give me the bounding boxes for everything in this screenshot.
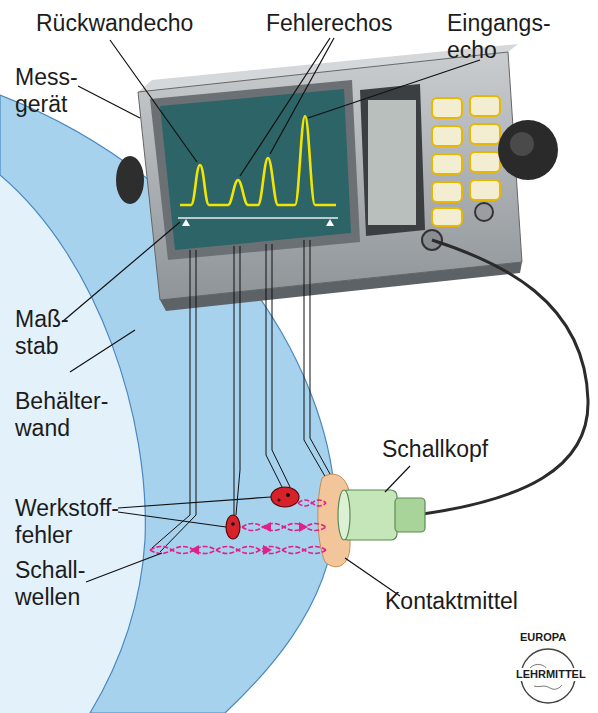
echo-label: Rückwandecho [36, 10, 193, 37]
defect [271, 487, 299, 507]
wave-arrows [190, 522, 308, 555]
leader-line [240, 38, 330, 176]
contact-medium [318, 474, 350, 567]
button [470, 152, 500, 172]
depth-line [236, 246, 240, 515]
leader-line [110, 40, 197, 162]
echo-label: Eingangs- echo [447, 10, 551, 64]
handle-knob-highlight [510, 132, 534, 156]
contact-label: Kontaktmittel [385, 588, 518, 615]
leader-line [385, 466, 410, 492]
leader-line [118, 497, 271, 508]
leader-line [70, 330, 135, 372]
defect-dot [278, 499, 281, 502]
cable [423, 240, 588, 514]
logo-text: LEHRMITTEL [516, 668, 586, 681]
depth-line [272, 244, 290, 487]
leader-line [308, 60, 480, 118]
button [432, 182, 462, 202]
sound-wave [242, 524, 326, 531]
measuring-device [116, 44, 558, 311]
screen-bezel [150, 80, 360, 260]
depth-line [266, 244, 282, 487]
socket [475, 203, 493, 221]
button [470, 180, 500, 200]
button [432, 154, 462, 174]
sound-wave [242, 524, 326, 531]
wave-arrow [190, 545, 199, 555]
wave-arrow [262, 522, 271, 532]
button [470, 96, 500, 116]
wall-label: Behälter- wand [15, 388, 108, 442]
button [432, 126, 462, 146]
depth-line [160, 250, 196, 552]
probe-face [338, 490, 350, 540]
defect-dot [231, 522, 235, 526]
leader-line [118, 512, 226, 527]
scale-line [178, 217, 338, 219]
leader-line [270, 38, 334, 154]
defect [226, 515, 240, 539]
sound-wave [150, 547, 326, 554]
scale-marker [326, 219, 334, 226]
leader-line [62, 222, 180, 322]
leader-line [78, 86, 140, 118]
echo-trace [180, 116, 336, 205]
defect-dot [286, 493, 290, 497]
scale-label: Maß- stab [15, 306, 69, 360]
display-window [368, 100, 416, 225]
button [432, 208, 462, 226]
echo-label: Fehlerechos [266, 10, 393, 37]
leader-line [86, 553, 162, 582]
depth-lines [152, 240, 330, 552]
probe-end [395, 498, 425, 532]
logo-text: EUROPA [520, 631, 566, 644]
depth-line [234, 246, 235, 515]
defect-label: Werkstoff- fehler [15, 495, 119, 549]
sound-wave [298, 500, 326, 506]
sound-wave [150, 547, 326, 554]
button [470, 124, 500, 144]
wave-arrow [263, 545, 272, 555]
handle-knob [116, 156, 144, 204]
display-panel [360, 84, 425, 236]
device-label: Mess- gerät [15, 64, 78, 118]
depth-line [310, 240, 330, 474]
wave-arrow [299, 522, 308, 532]
depth-line [304, 240, 326, 478]
control-buttons [432, 96, 500, 226]
sound-wave [298, 500, 326, 506]
handle-knob [498, 120, 558, 180]
button [432, 98, 462, 118]
device-bottom [160, 262, 522, 311]
wave-label: Schall- wellen [15, 557, 85, 611]
leader-lines [62, 38, 480, 596]
probe-label: Schallkopf [382, 436, 488, 463]
sound-waves [150, 500, 326, 554]
scale-marker [182, 219, 190, 226]
